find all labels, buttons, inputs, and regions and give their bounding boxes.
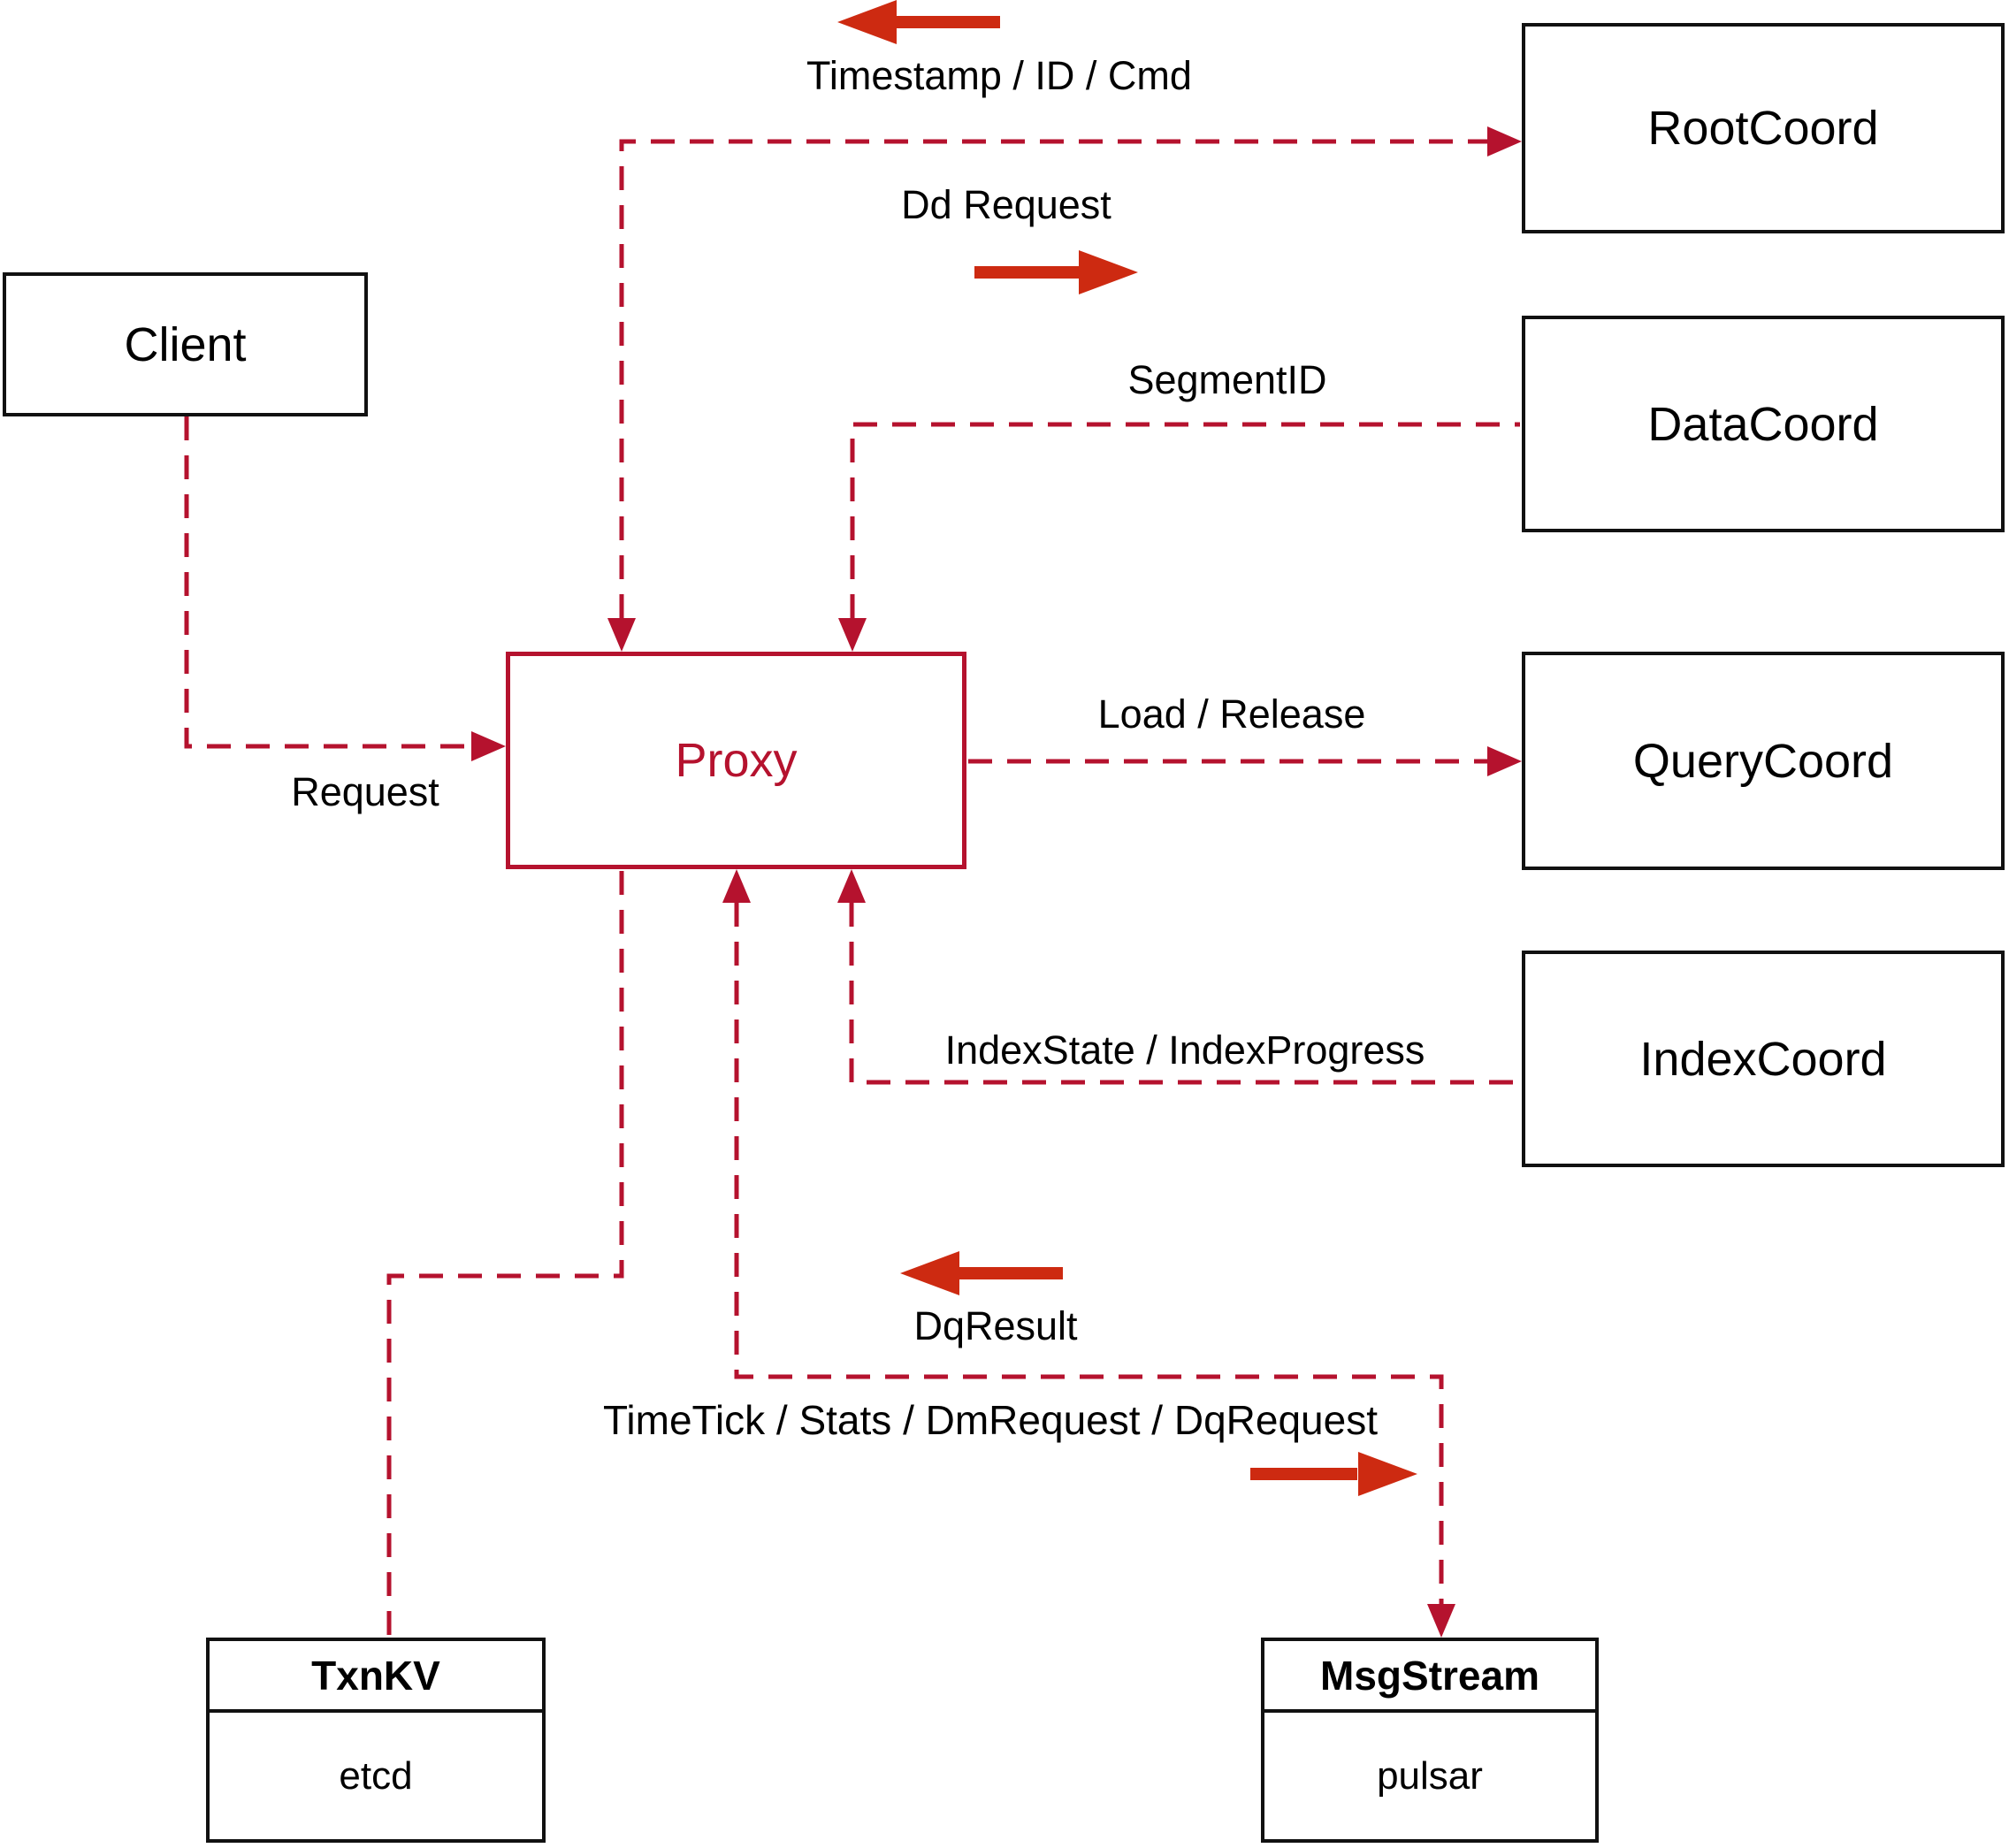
direction-arrow-dq-head	[900, 1251, 959, 1295]
node-querycoord-label: QueryCoord	[1632, 734, 1894, 788]
edge-proxy-txnkv	[386, 871, 624, 1636]
edge-label-timetick: TimeTick / Stats / DmRequest / DqRequest	[598, 1396, 1383, 1444]
edge-label-segment-id: SegmentID	[1122, 357, 1333, 403]
node-datacoord: DataCoord	[1522, 316, 2005, 532]
edge-label-index-state: IndexState / IndexProgress	[939, 1027, 1431, 1073]
arrowhead-into-proxy-top-left	[607, 618, 636, 652]
node-client-label: Client	[124, 317, 247, 371]
arrowhead-into-msgstream	[1427, 1604, 1455, 1638]
edge-label-dq-result: DqResult	[908, 1303, 1083, 1349]
node-txnkv-title: TxnKV	[210, 1641, 542, 1713]
node-indexcoord-label: IndexCoord	[1639, 1032, 1887, 1086]
node-msgstream-body: pulsar	[1377, 1753, 1483, 1798]
edge-client-proxy	[184, 416, 472, 749]
edge-proxy-msgstream	[734, 903, 1444, 1604]
edge-indexcoord-proxy	[849, 903, 1520, 1085]
edge-label-load-release: Load / Release	[1092, 691, 1371, 737]
edge-label-request: Request	[286, 769, 445, 815]
node-txnkv-body: etcd	[339, 1753, 413, 1798]
node-indexcoord: IndexCoord	[1522, 951, 2005, 1167]
node-rootcoord-label: RootCoord	[1647, 102, 1879, 155]
direction-arrow-left-top-head	[837, 0, 897, 44]
node-proxy: Proxy	[506, 652, 966, 869]
node-rootcoord: RootCoord	[1522, 23, 2005, 233]
node-client: Client	[3, 272, 368, 416]
direction-arrow-timetick-head	[1358, 1452, 1417, 1496]
node-datacoord-label: DataCoord	[1647, 397, 1879, 451]
arrowhead-into-rootcoord	[1487, 126, 1522, 157]
edge-datacoord-proxy	[850, 422, 1520, 618]
direction-arrow-dd-head	[1079, 250, 1138, 294]
edge-label-timestamp: Timestamp / ID / Cmd	[801, 53, 1197, 99]
node-msgstream: MsgStream pulsar	[1261, 1638, 1599, 1843]
arrowhead-into-querycoord	[1487, 746, 1522, 776]
node-querycoord: QueryCoord	[1522, 652, 2005, 870]
arrowhead-into-proxy-left	[471, 731, 506, 761]
edge-label-dd-request: Dd Request	[896, 182, 1117, 228]
arrowhead-into-proxy-bottom-right	[837, 869, 866, 903]
node-msgstream-title: MsgStream	[1264, 1641, 1595, 1713]
edge-proxy-rootcoord	[619, 139, 1488, 618]
arrowhead-into-proxy-top-right	[838, 618, 867, 652]
arrowhead-into-proxy-bottom-left	[722, 869, 751, 903]
node-txnkv: TxnKV etcd	[206, 1638, 546, 1843]
node-proxy-label: Proxy	[675, 734, 798, 787]
